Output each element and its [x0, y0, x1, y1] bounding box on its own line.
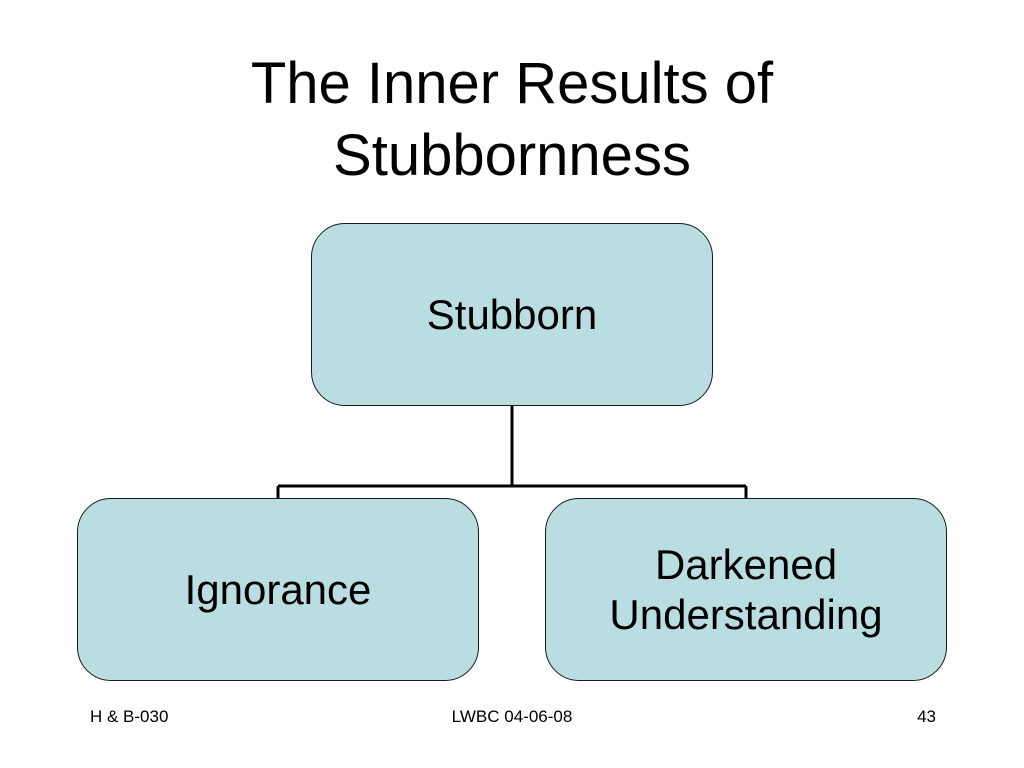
node-ignorance-label: Ignorance	[184, 565, 372, 613]
slide-title: The Inner Results of Stubbornness	[0, 48, 1024, 192]
title-line-1: The Inner Results of	[250, 51, 774, 116]
title-line-2: Stubbornness	[333, 123, 691, 188]
node-stubborn-label: Stubborn	[426, 290, 598, 338]
node-ignorance: Ignorance	[77, 498, 479, 681]
node-darkened-line-1: Darkened	[654, 540, 838, 588]
footer-left-text: H & B-030	[90, 707, 169, 726]
node-stubborn: Stubborn	[311, 223, 713, 406]
node-darkened-understanding-label: Darkened Understanding	[609, 540, 882, 640]
node-darkened-line-2: Understanding	[609, 590, 883, 638]
node-darkened-understanding: Darkened Understanding	[545, 498, 947, 681]
slide-number: 43	[917, 707, 936, 726]
footer-center-text: LWBC 04-06-08	[451, 707, 573, 726]
